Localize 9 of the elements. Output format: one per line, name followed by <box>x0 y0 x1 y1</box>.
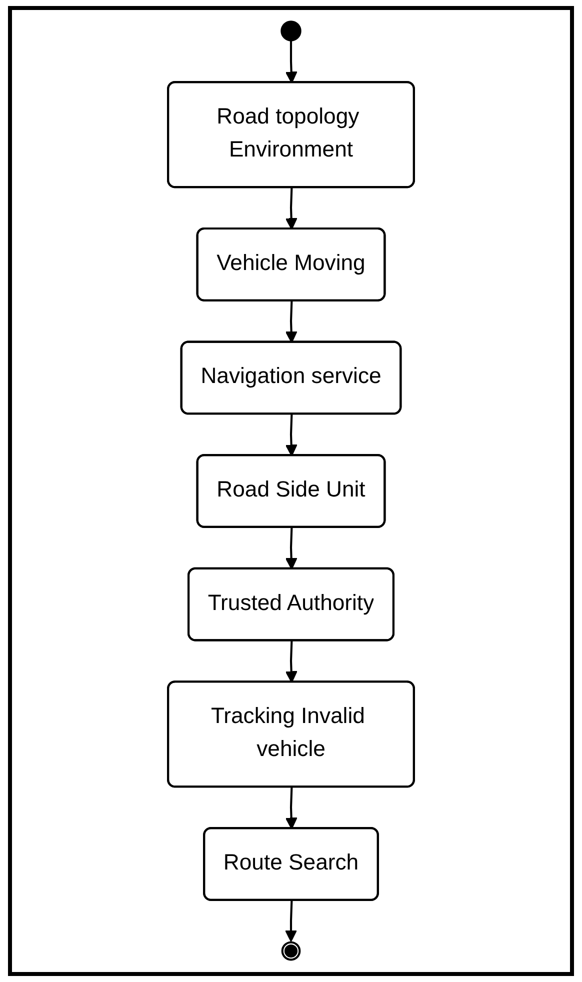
diagram-frame: Road topology Environment Vehicle Moving Navigation service Road Side Unit Trusted Authority Tracking Invalid vehicle Route Search <box>8 6 574 976</box>
arrow <box>284 900 298 942</box>
arrow <box>285 640 298 683</box>
arrow <box>285 787 298 830</box>
node-circle <box>281 941 301 961</box>
arrow <box>285 414 298 456</box>
node-circle <box>280 20 302 42</box>
arrow <box>285 40 298 84</box>
arrow <box>285 188 298 230</box>
